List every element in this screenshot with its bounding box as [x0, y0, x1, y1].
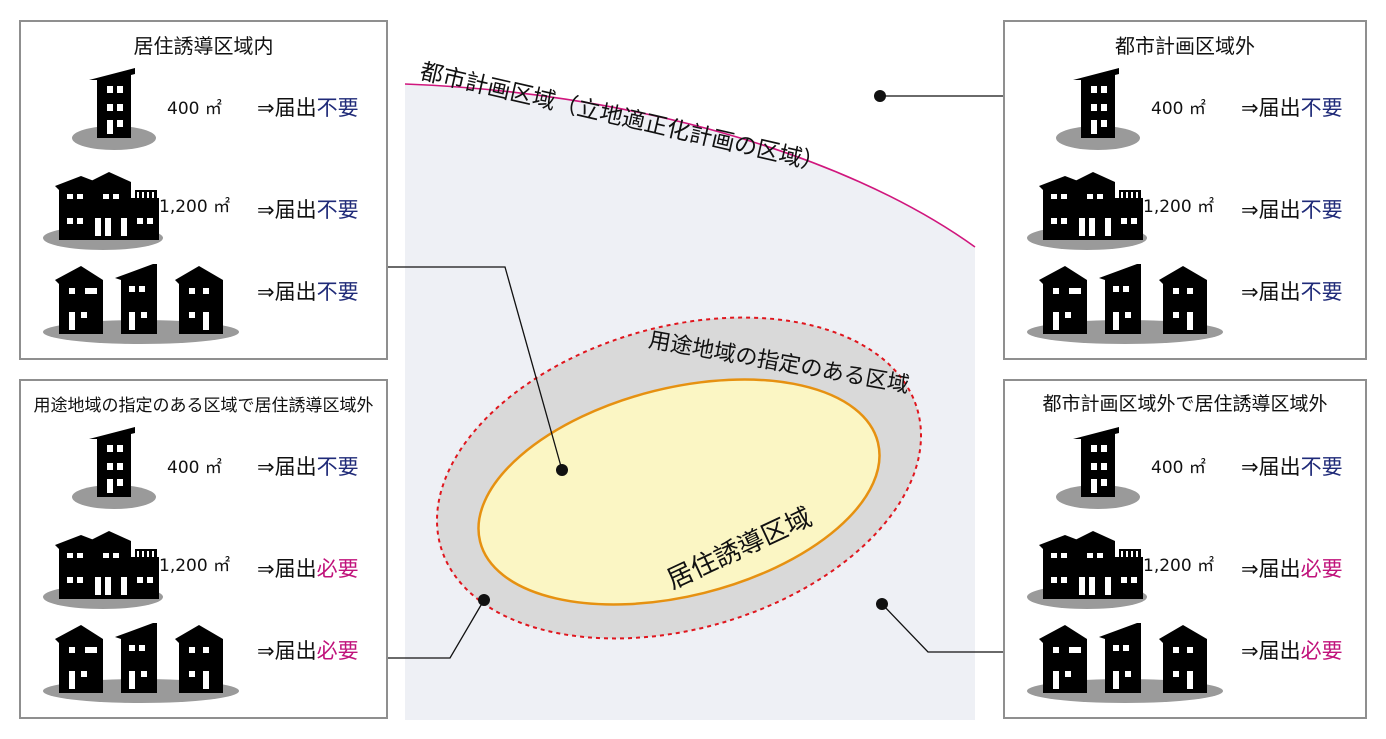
house-row: ⇒届出不要 — [21, 254, 386, 354]
three-houses-icon — [41, 617, 241, 711]
status-required: 必要 — [316, 639, 359, 663]
city-planning-boundary — [404, 83, 976, 248]
notification-arrow-label: ⇒届出 — [1241, 96, 1301, 120]
floor-area-label: 400 ㎡ — [1151, 99, 1206, 119]
house-row: 1,200 ㎡ ⇒届出不要 — [1005, 164, 1365, 264]
residential-induction-area — [477, 378, 881, 606]
house-row: 400 ㎡ ⇒届出不要 — [21, 421, 386, 521]
house-row: 1,200 ㎡ ⇒届出不要 — [21, 164, 386, 264]
floor-area-label: 400 ㎡ — [167, 99, 222, 119]
panel-title: 都市計画区域外 — [1115, 34, 1255, 58]
notification-result: ⇒届出必要 — [1241, 553, 1343, 583]
notification-result: ⇒届出必要 — [257, 635, 359, 665]
status-not-required: 不要 — [316, 198, 359, 222]
notification-result: ⇒届出不要 — [257, 92, 359, 122]
notification-result: ⇒届出必要 — [1241, 635, 1343, 665]
notification-result: ⇒届出不要 — [257, 276, 359, 306]
three-houses-icon — [41, 258, 241, 352]
large-house-icon — [41, 527, 171, 621]
notification-result: ⇒届出不要 — [257, 451, 359, 481]
floor-area-label: 400 ㎡ — [1151, 458, 1206, 478]
status-not-required: 不要 — [316, 280, 359, 304]
notification-arrow-label: ⇒届出 — [257, 198, 317, 222]
large-house-icon — [1025, 527, 1155, 621]
notification-result: ⇒届出不要 — [1241, 194, 1343, 224]
status-not-required: 不要 — [1300, 280, 1343, 304]
status-not-required: 不要 — [1300, 455, 1343, 479]
notification-arrow-label: ⇒届出 — [257, 557, 317, 581]
single-house-icon — [69, 66, 159, 160]
status-required: 必要 — [316, 557, 359, 581]
status-not-required: 不要 — [1300, 198, 1343, 222]
connector-dot-bottom-left — [478, 594, 490, 606]
status-required: 必要 — [1300, 557, 1343, 581]
house-row: ⇒届出必要 — [1005, 613, 1365, 713]
status-required: 必要 — [1300, 639, 1343, 663]
notification-result: ⇒届出不要 — [1241, 276, 1343, 306]
single-house-icon — [69, 425, 159, 519]
house-row: 400 ㎡ ⇒届出不要 — [1005, 62, 1365, 162]
panel-title: 都市計画区域外で居住誘導区域外 — [1042, 393, 1328, 415]
single-house-icon — [1053, 425, 1143, 519]
house-row: 1,200 ㎡ ⇒届出必要 — [1005, 523, 1365, 623]
notification-arrow-label: ⇒届出 — [1241, 455, 1301, 479]
panel-outside-city-outside-residential: 都市計画区域外で居住誘導区域外 400 ㎡⇒届出不要 1,200 ㎡⇒届出必要 … — [1003, 379, 1367, 719]
notification-arrow-label: ⇒届出 — [1241, 639, 1301, 663]
large-house-icon — [41, 168, 171, 262]
panel-title: 居住誘導区域内 — [133, 34, 274, 58]
connector-bottom-left — [388, 599, 485, 659]
notification-arrow-label: ⇒届出 — [257, 639, 317, 663]
house-row: 1,200 ㎡ ⇒届出必要 — [21, 523, 386, 623]
notification-arrow-label: ⇒届出 — [257, 96, 317, 120]
connector-dot-top-left — [556, 464, 568, 476]
house-row: 400 ㎡ ⇒届出不要 — [1005, 421, 1365, 521]
status-not-required: 不要 — [1300, 96, 1343, 120]
notification-result: ⇒届出不要 — [257, 194, 359, 224]
three-houses-icon — [1025, 617, 1225, 711]
house-row: ⇒届出不要 — [1005, 254, 1365, 354]
status-not-required: 不要 — [316, 455, 359, 479]
notification-arrow-label: ⇒届出 — [257, 280, 317, 304]
connector-top-left — [388, 266, 563, 471]
notification-arrow-label: ⇒届出 — [1241, 280, 1301, 304]
three-houses-icon — [1025, 258, 1225, 352]
notification-arrow-label: ⇒届出 — [1241, 557, 1301, 581]
connector-dot-top-right — [874, 90, 886, 102]
notification-arrow-label: ⇒届出 — [257, 455, 317, 479]
panel-outside-city-planning: 都市計画区域外 400 ㎡⇒届出不要 1,200 ㎡⇒届出不要 ⇒届出不要 — [1003, 20, 1367, 360]
notification-arrow-label: ⇒届出 — [1241, 198, 1301, 222]
connector-bottom-right — [881, 603, 1003, 653]
large-house-icon — [1025, 168, 1155, 262]
floor-area-label: 1,200 ㎡ — [159, 556, 231, 576]
status-not-required: 不要 — [316, 96, 359, 120]
connector-dot-bottom-right — [876, 598, 888, 610]
floor-area-label: 1,200 ㎡ — [159, 197, 231, 217]
notification-result: ⇒届出不要 — [1241, 451, 1343, 481]
floor-area-label: 1,200 ㎡ — [1143, 197, 1215, 217]
floor-area-label: 1,200 ㎡ — [1143, 556, 1215, 576]
notification-result: ⇒届出必要 — [257, 553, 359, 583]
notification-result: ⇒届出不要 — [1241, 92, 1343, 122]
floor-area-label: 400 ㎡ — [167, 458, 222, 478]
house-row: ⇒届出必要 — [21, 613, 386, 713]
single-house-icon — [1053, 66, 1143, 160]
house-row: 400 ㎡ ⇒届出不要 — [21, 62, 386, 162]
panel-inside-residential: 居住誘導区域内 400 ㎡⇒届出不要 1,200 ㎡⇒届出不要 ⇒届出不要 — [19, 20, 388, 360]
panel-use-zone-outside-residential: 用途地域の指定のある区域で居住誘導区域外 400 ㎡⇒届出不要 1,200 ㎡⇒… — [19, 379, 388, 719]
panel-title: 用途地域の指定のある区域で居住誘導区域外 — [33, 396, 374, 416]
